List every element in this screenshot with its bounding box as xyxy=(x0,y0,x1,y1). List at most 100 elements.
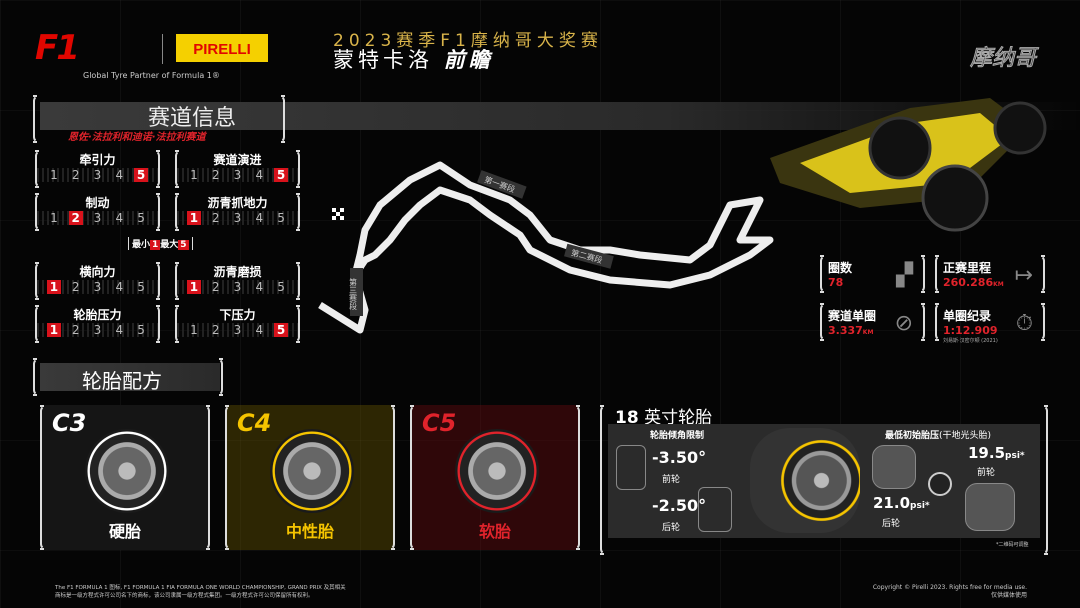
rating-step: 3 xyxy=(233,211,242,225)
footnote: *二维码可调整 xyxy=(996,542,1029,548)
svg-text:第三赛段: 第三赛段 xyxy=(349,277,358,311)
rear-psi-unit: psi* xyxy=(910,501,930,511)
rating-step: 3 xyxy=(93,168,102,182)
rating-label: 下压力 xyxy=(219,308,256,322)
rating-step: 5 xyxy=(137,323,145,337)
footer-legal-line2: 商标是一级方程式许可公司名下的商标，该公司隶属一级方程式集团。一级方程式许可公司… xyxy=(55,593,314,599)
compound-code: C4 xyxy=(237,409,272,437)
stat-value: 78 xyxy=(828,276,844,289)
rating-label: 赛道演进 xyxy=(213,153,262,167)
rating-step: 2 xyxy=(71,280,80,294)
rear-tyre-outline-icon xyxy=(698,487,732,532)
copyright-line: Copyright © Pirelli 2023. Rights free fo… xyxy=(872,584,1027,591)
event-title: 2023赛季F1摩纳哥大奖赛 xyxy=(333,31,603,51)
rating-label: 沥青磨损 xyxy=(213,265,262,279)
rating-step: 4 xyxy=(115,211,124,225)
footer-copyright: Copyright © Pirelli 2023. Rights free fo… xyxy=(873,584,1027,600)
stat-value: 260.286 xyxy=(943,276,994,289)
front-pressure: 19.5psi* xyxy=(968,444,1025,462)
rating-step: 5 xyxy=(137,211,145,225)
pressure-title-text: 最低初始胎压 xyxy=(885,431,940,441)
sector-3-label: 第三赛段 xyxy=(349,268,363,316)
stat-label: 单圈纪录 xyxy=(943,309,992,323)
legend-max: 5 xyxy=(178,240,189,250)
rating-step: 1 xyxy=(186,280,201,294)
footer-legal-line1: The F1 FORMULA 1 图标, F1 FORMULA 1 FIA FO… xyxy=(55,585,346,591)
rating-step: 5 xyxy=(277,211,285,225)
rating-step: 1 xyxy=(50,168,58,182)
rating-label: 制动 xyxy=(85,196,110,210)
circuit-heading: 赛道信息 xyxy=(148,106,237,131)
pressure-gauge-icon xyxy=(928,472,952,496)
rating-step: 4 xyxy=(115,323,124,337)
stat-label: 圈数 xyxy=(828,261,853,275)
stat-value: 1:12.909 xyxy=(943,324,998,337)
stat-unit: KM xyxy=(993,281,1004,288)
legend-min-label: 最小 xyxy=(132,240,151,250)
stat-sub: 刘易斯·汉密尔顿 (2021) xyxy=(943,338,998,344)
circuit-info-bracket xyxy=(33,95,285,143)
tyre18-image xyxy=(750,428,860,533)
stat-label: 赛道单圈 xyxy=(828,309,877,323)
rating-label: 牵引力 xyxy=(79,153,116,167)
checkered-flag-icon: ▞ xyxy=(896,263,913,288)
rating-label: 横向力 xyxy=(79,265,116,279)
compound-code: C3 xyxy=(52,409,87,437)
track-outline xyxy=(318,161,774,334)
tyre-image xyxy=(85,429,169,513)
compound-code: C5 xyxy=(422,409,457,437)
rating-step: 3 xyxy=(233,280,242,294)
rear-pressure-label: 后轮 xyxy=(882,519,901,529)
front-psi-unit: psi* xyxy=(1005,451,1025,461)
rating-step: 2 xyxy=(71,323,80,337)
pirelli-logo: PIRELLI xyxy=(176,34,268,62)
stat-value: 3.337 xyxy=(828,324,863,337)
rating-step: 2 xyxy=(71,168,80,182)
car-image xyxy=(770,98,1047,232)
compound-name: 中性胎 xyxy=(285,522,334,541)
rear-psi-value: 21.0 xyxy=(873,494,911,512)
pressure-note: (干地光头胎) xyxy=(939,431,992,441)
track-map: 第一赛段 第二赛段 第三赛段 xyxy=(318,161,774,334)
tyre-image xyxy=(270,429,354,513)
legend-min: 1 xyxy=(150,240,161,250)
rear-camber: -2.50° xyxy=(652,496,707,515)
rating-step: 5 xyxy=(277,280,285,294)
location-label: 摩纳哥 xyxy=(969,46,1037,72)
rating-step: 1 xyxy=(46,323,61,337)
rating-step: 1 xyxy=(190,323,198,337)
pressure-title: 最低初始胎压(干地光头胎) xyxy=(885,428,991,441)
rating-step: 3 xyxy=(93,211,102,225)
title-city: 蒙特卡洛 xyxy=(333,48,433,72)
rating-step: 4 xyxy=(255,168,264,182)
tyre18-bracket xyxy=(600,405,1048,555)
link-icon: ⊘ xyxy=(894,311,913,336)
rating-step: 1 xyxy=(50,211,58,225)
rating-step: 2 xyxy=(68,211,83,225)
circuit-name: 恩佐·法拉利和迪诺·法拉利赛道 xyxy=(68,132,206,143)
rating-step: 2 xyxy=(211,323,220,337)
page-title: 蒙特卡洛 前瞻 xyxy=(333,44,494,74)
rear-camber-label: 后轮 xyxy=(662,523,681,533)
front-camber-label: 前轮 xyxy=(662,475,681,485)
f1-logo: F1 xyxy=(35,28,80,68)
rating-step: 4 xyxy=(255,280,264,294)
front-wheel-icon xyxy=(965,483,1015,531)
rating-step: 1 xyxy=(190,168,198,182)
rating-step: 2 xyxy=(211,211,220,225)
rating-step: 5 xyxy=(274,168,289,182)
checkered-flag-icon xyxy=(332,208,344,220)
